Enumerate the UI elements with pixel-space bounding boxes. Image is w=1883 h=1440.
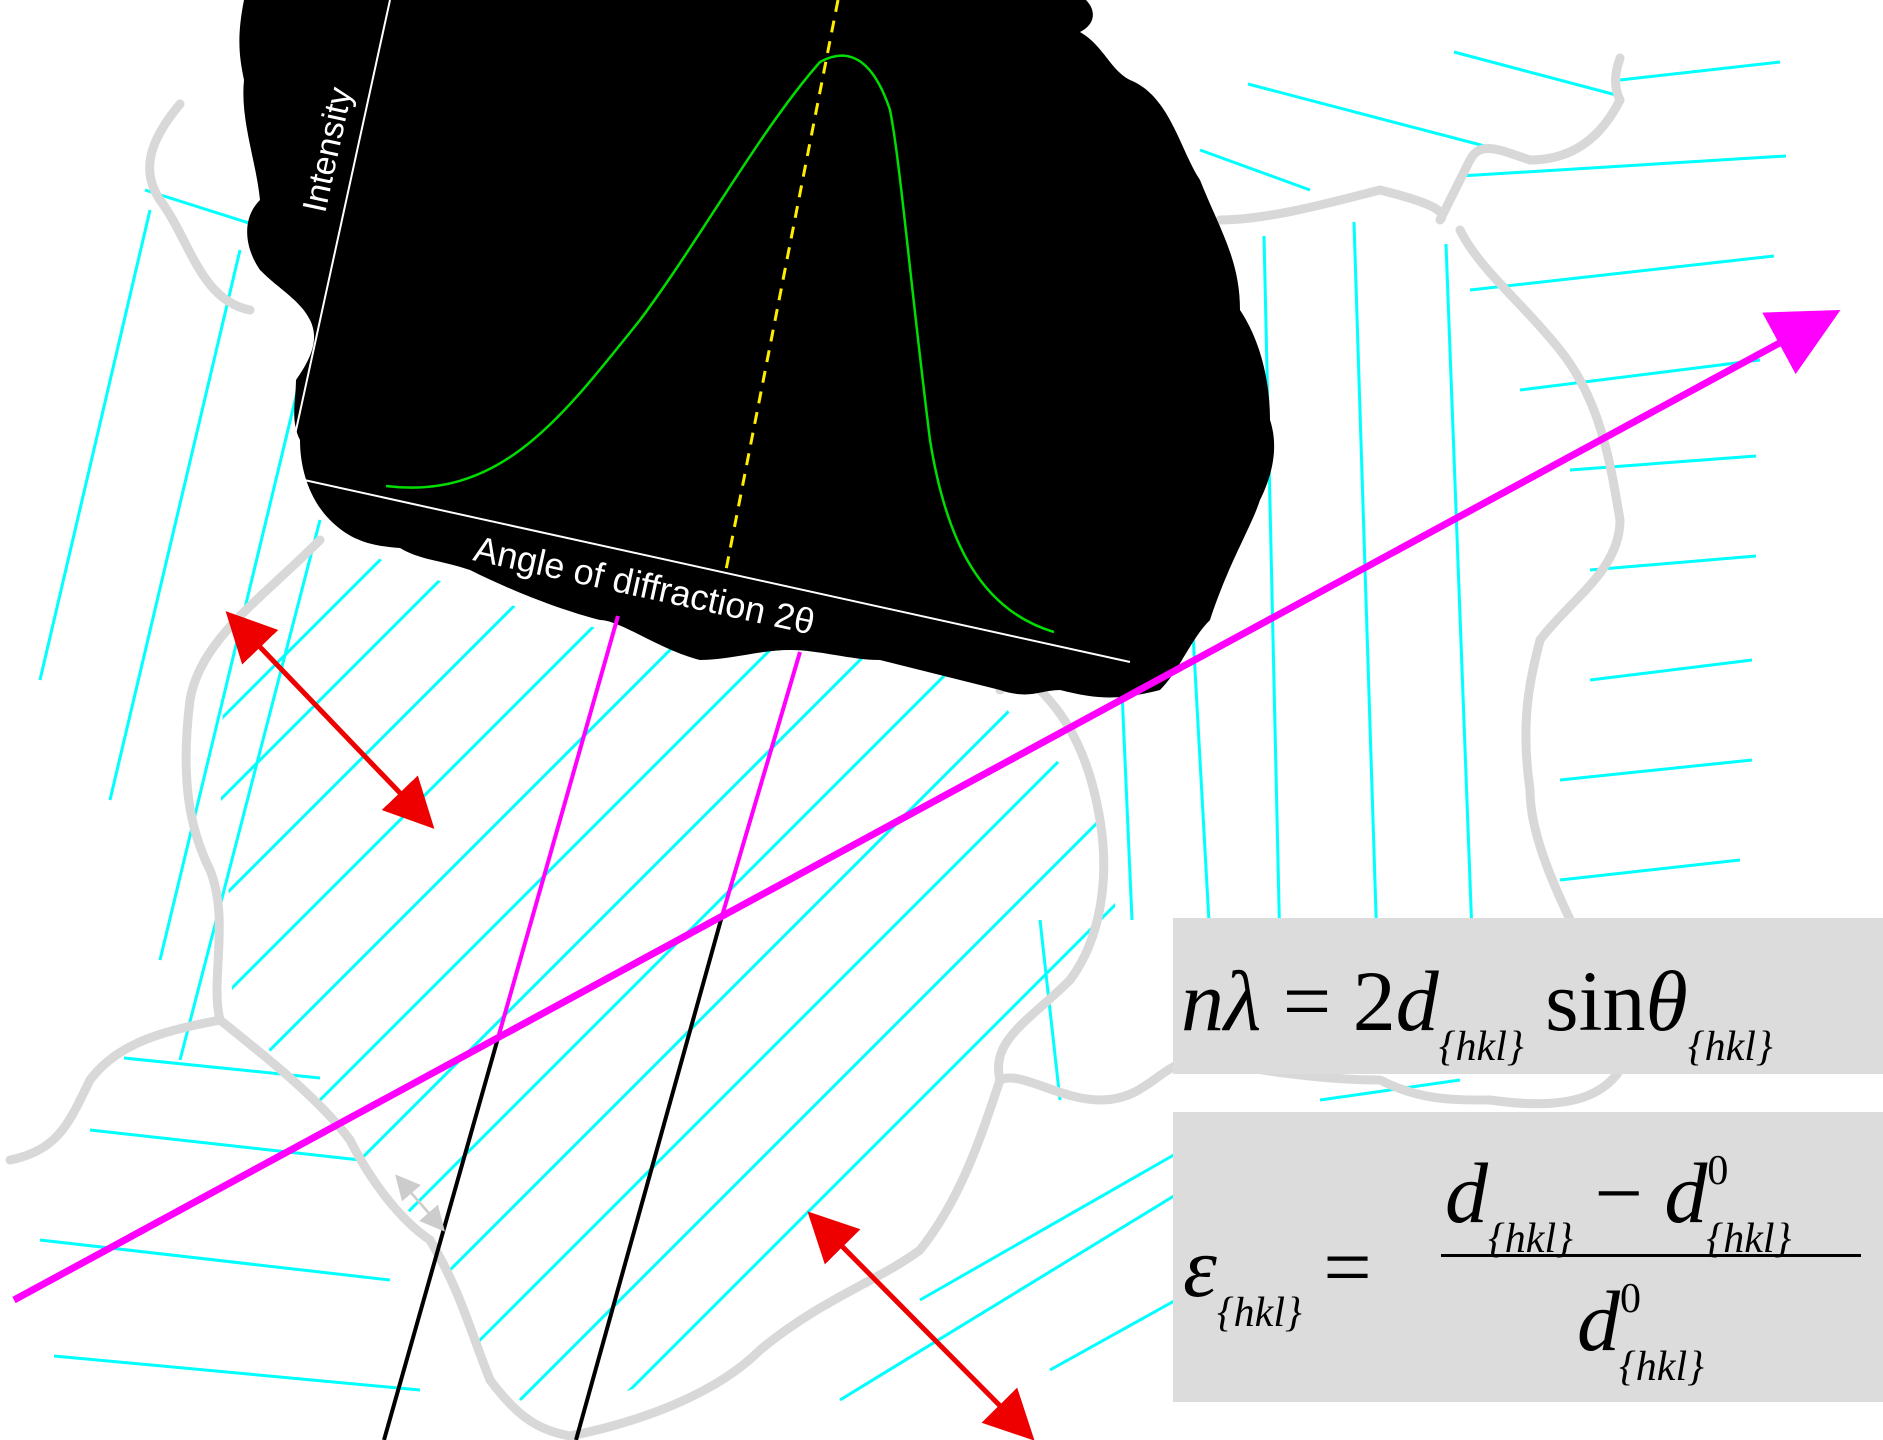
d-spacing-arrow (395, 1174, 445, 1232)
intensity-peak-curve (385, 54, 1055, 634)
bragg-lhs: nλ (1181, 953, 1262, 1049)
strain-denominator: d0 {hkl} (1577, 1276, 1704, 1388)
strain-equals: = (1323, 1219, 1372, 1315)
lattice-planes-lower-left-grain (39, 1056, 421, 1392)
denominator-d0: d (1577, 1273, 1620, 1369)
lattice-planes-right-grain (1038, 221, 1478, 1101)
bragg-theta: θ (1645, 953, 1688, 1049)
bragg-coef: 2 (1352, 953, 1396, 1049)
bragg-law-equation: nλ = 2d{hkl} sinθ{hkl} (1173, 918, 1883, 1074)
numerator-d-subscript: {hkl} (1488, 1216, 1573, 1262)
diffracted-beam-2-inside (720, 651, 802, 917)
numerator-minus: − (1594, 1145, 1643, 1241)
bragg-d: d (1395, 953, 1439, 1049)
detector-panel: Intensity Angle of diffraction 2θ (239, 0, 1275, 698)
diffracted-beam-1-outside (382, 1037, 500, 1440)
bragg-theta-subscript: {hkl} (1687, 1024, 1773, 1070)
strain-numerator: d{hkl} − d0{hkl} (1445, 1148, 1791, 1260)
incident-beam-arrow (12, 309, 1841, 1304)
denominator-d0-subscript: {hkl} (1619, 1344, 1704, 1390)
diffracted-beams (382, 615, 802, 1440)
angle-axis (285, 475, 1131, 663)
numerator-d: d (1445, 1145, 1488, 1241)
strain-epsilon: ε (1183, 1219, 1217, 1315)
bragg-d-subscript: {hkl} (1438, 1024, 1524, 1070)
bragg-equals: = (1282, 953, 1332, 1049)
intensity-axis (285, 0, 391, 477)
denominator-d0-superscript: 0 (1620, 1276, 1641, 1322)
bragg-sin: sin (1545, 953, 1646, 1049)
peak-position-marker (724, 0, 840, 571)
numerator-d0-subscript: {hkl} (1706, 1216, 1792, 1262)
lattice-planes-left-grain (38, 188, 322, 1061)
lattice-planes-top-right-grain (1199, 50, 1787, 882)
numerator-d0-superscript: 0 (1707, 1148, 1729, 1194)
strain-arrow-upper (225, 611, 435, 829)
strain-arrow-lower (807, 1211, 1035, 1440)
numerator-d0: d (1664, 1145, 1708, 1241)
fraction-bar (1441, 1254, 1861, 1257)
lattice-strain-equation: ε{hkl} = d{hkl} − d0{hkl} d0{hkl} (1173, 1112, 1883, 1402)
diffracted-beam-2-outside (574, 915, 724, 1440)
strain-epsilon-subscript: {hkl} (1216, 1290, 1302, 1336)
diffracted-beam-1-inside (496, 615, 620, 1039)
